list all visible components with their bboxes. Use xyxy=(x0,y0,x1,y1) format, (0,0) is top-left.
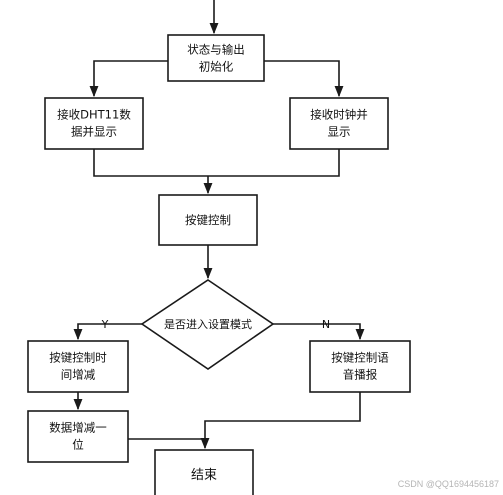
node-data-adj xyxy=(27,410,129,463)
node-voice xyxy=(309,340,411,393)
edge-yes xyxy=(73,323,142,341)
node-time-adj xyxy=(27,340,129,393)
edge-no xyxy=(273,323,365,341)
node-recv-clock xyxy=(289,97,389,150)
node-label-time-adj-line-1: 按键控制时 xyxy=(49,351,107,365)
node-init xyxy=(167,34,265,82)
edge-init-right xyxy=(264,60,344,98)
node-label-init-line-1: 状态与输出 xyxy=(187,43,245,57)
node-recv-dht xyxy=(44,97,144,150)
node-end xyxy=(154,449,254,495)
node-label-recv-clock-line-1: 接收时钟并 xyxy=(310,108,368,122)
node-label-recv-dht-line-1: 接收DHT11数 xyxy=(57,108,131,122)
node-label-end-line-1: 结束 xyxy=(191,468,217,483)
node-label-time-adj-line-2: 间增减 xyxy=(61,368,96,382)
node-label-init-line-2: 初始化 xyxy=(199,60,234,74)
edge-label-no: N xyxy=(322,318,330,331)
edge-dht-merge xyxy=(93,149,340,177)
node-label-data-adj-line-2: 位 xyxy=(72,438,84,452)
node-label-voice-line-1: 按键控制语 xyxy=(331,351,389,365)
node-label-voice-line-2: 音播报 xyxy=(343,368,378,382)
edge-label-yes: Y xyxy=(101,318,109,331)
edge-init-left xyxy=(89,60,168,98)
node-label-recv-clock-line-2: 显示 xyxy=(328,125,351,139)
edge-voice-end xyxy=(200,392,361,450)
node-label-data-adj-line-1: 数据增减一 xyxy=(49,421,107,435)
node-label-recv-dht-line-2: 据并显示 xyxy=(71,125,117,139)
node-label-key-ctrl-line-1: 按键控制 xyxy=(185,213,231,227)
node-label-decision-line-1: 是否进入设置模式 xyxy=(164,318,252,331)
node-key-ctrl xyxy=(158,194,258,246)
watermark: CSDN @QQ1694456187 xyxy=(397,479,499,489)
node-decision xyxy=(140,279,275,370)
